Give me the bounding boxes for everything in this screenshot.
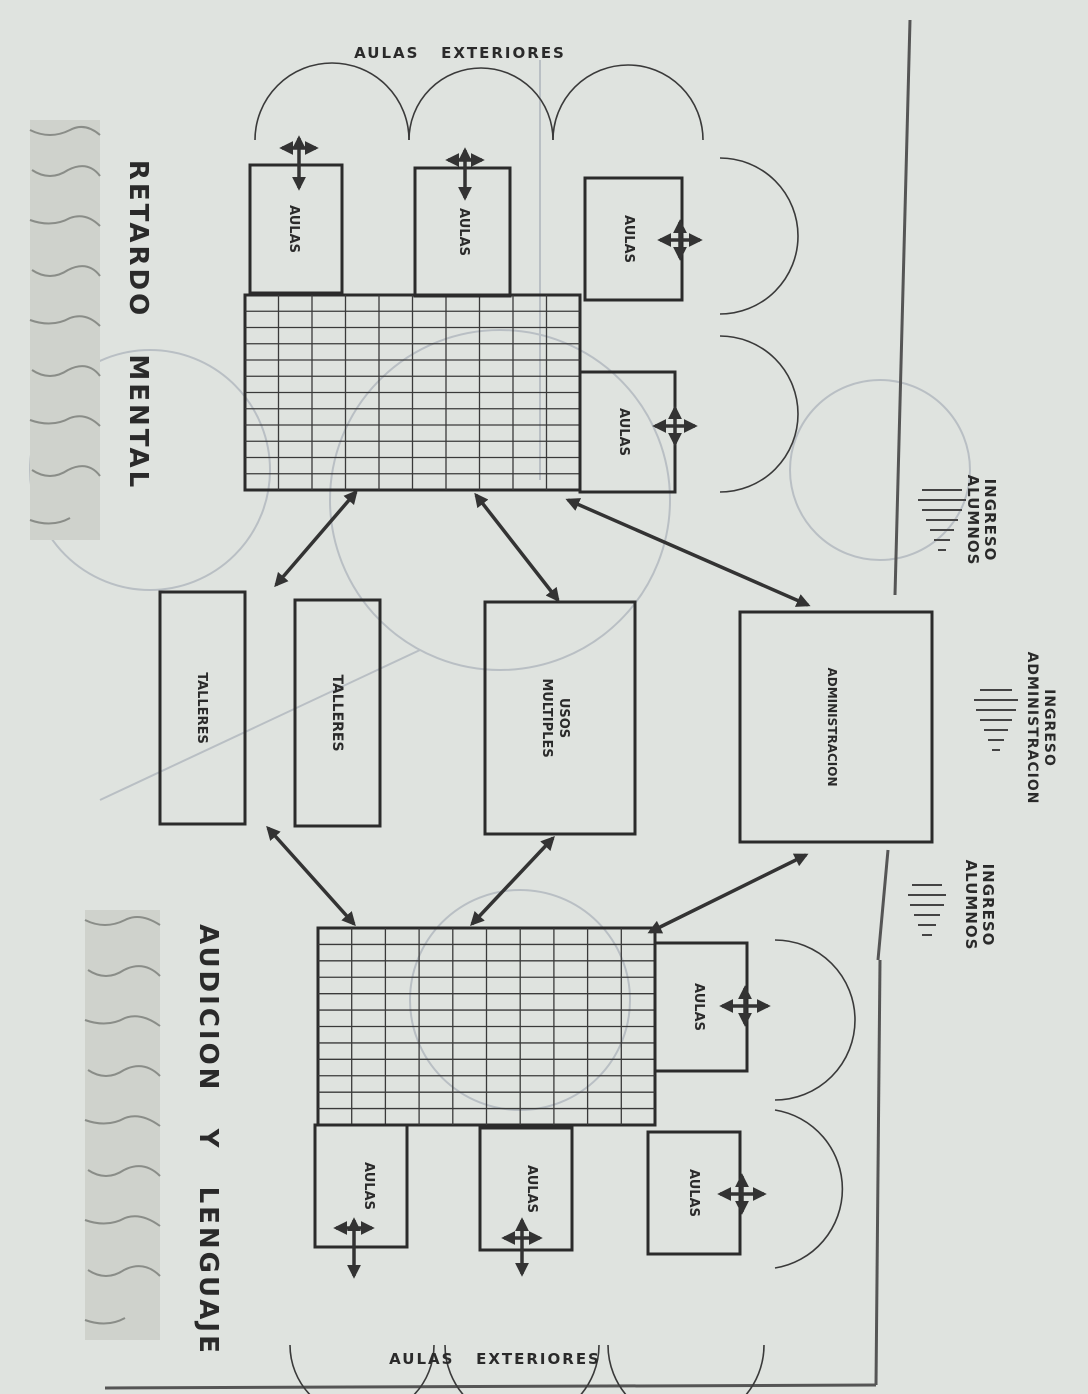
workshop-2: TALLERES bbox=[293, 598, 382, 828]
aulas-exteriores-bottom-label: AULAS EXTERIORES bbox=[389, 1350, 601, 1368]
audicion-lenguaje-title: AUDICION Y LENGUAJE bbox=[193, 924, 223, 1356]
classroom-top-4: AULAS bbox=[578, 370, 677, 494]
ingreso-alumnos-top-label-2: ALUMNOS bbox=[964, 475, 982, 566]
vegetation-bottom-left bbox=[84, 910, 161, 1340]
outdoor-classroom-arcs-top bbox=[254, 62, 799, 493]
administracion-label: ADMINISTRACION bbox=[825, 667, 839, 786]
workshop-1: TALLERES bbox=[158, 590, 247, 826]
usos-label: USOS bbox=[556, 698, 571, 738]
ingreso-alumnos-bottom-label-2: ALUMNOS bbox=[962, 860, 980, 951]
administration-room: ADMINISTRACION bbox=[738, 610, 934, 844]
classroom-label: AULAS bbox=[286, 205, 301, 253]
ingreso-alumnos-top-label-1: INGRESO bbox=[981, 479, 999, 562]
classroom-top-2: AULAS bbox=[413, 166, 512, 298]
classroom-label: AULAS bbox=[524, 1165, 539, 1213]
workshop-label: TALLERES bbox=[329, 674, 345, 751]
retardo-mental-grid bbox=[243, 293, 582, 492]
entry-mark-alumnos-top bbox=[918, 489, 966, 551]
entry-mark-alumnos-bottom bbox=[908, 884, 946, 936]
multiples-label: MULTIPLES bbox=[539, 678, 554, 757]
classroom-label: AULAS bbox=[361, 1162, 376, 1210]
entry-mark-administracion bbox=[974, 689, 1018, 751]
audicion-lenguaje-grid bbox=[316, 926, 657, 1127]
classroom-label: AULAS bbox=[616, 408, 631, 456]
background-ghost-marks bbox=[29, 60, 971, 1111]
ingreso-alumnos-bottom-label-1: INGRESO bbox=[979, 864, 997, 947]
classroom-bottom-3: AULAS bbox=[478, 1126, 574, 1252]
aulas-exteriores-top-label: AULAS EXTERIORES bbox=[354, 44, 566, 62]
ingreso-administracion-label-2: ADMINISTRACION bbox=[1024, 652, 1040, 805]
multi-use-room: USOS MULTIPLES bbox=[483, 600, 637, 836]
vegetation-top-left bbox=[29, 120, 101, 540]
outdoor-classroom-arcs-bottom bbox=[289, 939, 856, 1394]
entry-marks bbox=[908, 489, 1018, 936]
circulation-arrows bbox=[266, 135, 811, 1279]
ingreso-administracion-label-1: INGRESO bbox=[1041, 689, 1057, 767]
site-boundary bbox=[104, 19, 912, 1390]
classroom-label: AULAS bbox=[691, 983, 706, 1031]
classroom-label: AULAS bbox=[456, 208, 471, 256]
workshop-label: TALLERES bbox=[194, 672, 209, 744]
classroom-bottom-2: AULAS bbox=[313, 1123, 409, 1249]
retardo-mental-title: RETARDO MENTAL bbox=[123, 160, 153, 490]
classroom-label: AULAS bbox=[621, 215, 636, 263]
classroom-label: AULAS bbox=[686, 1169, 701, 1217]
classroom-top-1: AULAS bbox=[248, 163, 344, 295]
